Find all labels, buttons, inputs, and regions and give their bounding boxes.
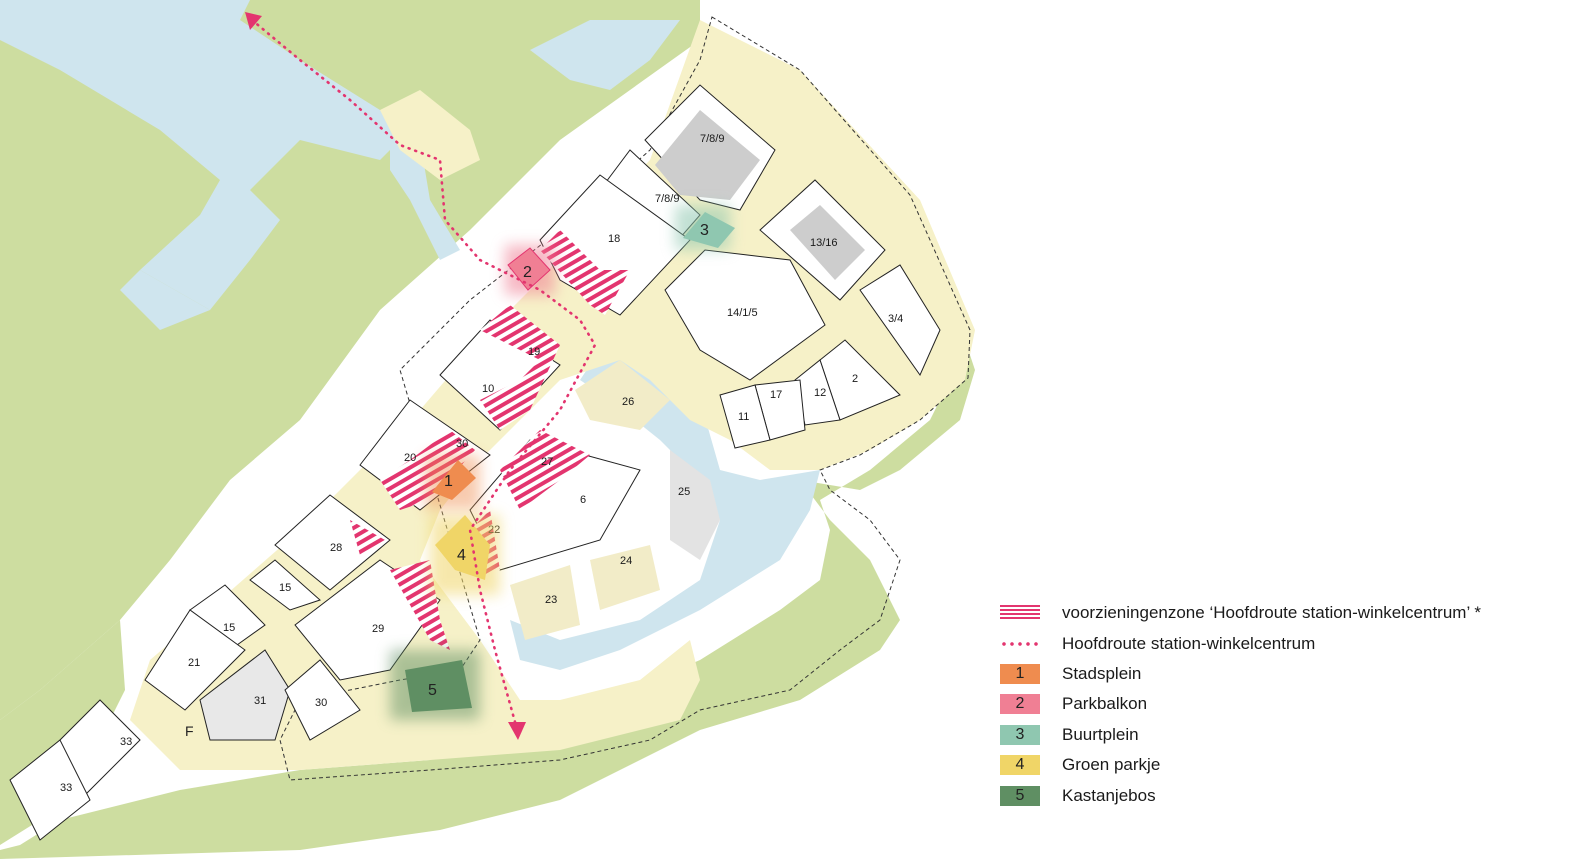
route-arrow-south-icon: [508, 722, 526, 740]
building-label: 14/1/5: [727, 307, 758, 319]
building-label: 30: [315, 697, 327, 709]
building-label: 7/8/9: [700, 133, 724, 145]
zone-4-groen-parkje: [435, 515, 490, 580]
parkbalkon-swatch: 2: [1000, 694, 1040, 715]
building-label: 33: [120, 736, 132, 748]
legend-item-label: Parkbalkon: [1062, 694, 1148, 714]
map-legend: voorzieningenzone ‘Hoofdroute station-wi…: [1000, 598, 1481, 811]
building-label: 12: [814, 387, 826, 399]
legend-item-label: Groen parkje: [1062, 755, 1161, 775]
zone-5-kastanjebos: [405, 660, 472, 712]
building-label: 6: [580, 494, 586, 506]
plan-boundary: [279, 16, 971, 781]
zone-number: 4: [457, 547, 466, 564]
zone-number: 3: [700, 222, 709, 239]
building-label: 29: [372, 623, 384, 635]
legend-item-label: Kastanjebos: [1062, 785, 1156, 805]
legend-row-parkbalkon: 2 Parkbalkon: [1000, 689, 1481, 719]
zone-number: 1: [444, 473, 453, 490]
building-label: 28: [330, 542, 342, 554]
building-label: 21: [188, 657, 200, 669]
route-arrow-north-icon: [245, 12, 262, 30]
building-label: 19: [528, 346, 540, 358]
building-label: 33: [60, 782, 72, 794]
kastanjebos-swatch: 5: [1000, 785, 1040, 806]
zone-number: 2: [523, 264, 532, 281]
map-marker-f: F: [185, 723, 194, 739]
building-label: 15: [279, 582, 291, 594]
building-label: 18: [608, 233, 620, 245]
building-label: 27: [541, 456, 553, 468]
building-label: 17: [770, 389, 782, 401]
building-label: 10: [482, 383, 494, 395]
zone-3-buurtplein: [683, 212, 735, 248]
building-label: 15: [223, 622, 235, 634]
building-label: 2: [852, 373, 858, 385]
groen-parkje-swatch: 4: [1000, 755, 1040, 776]
building-label: 3/4: [888, 313, 903, 325]
legend-hatch-label: voorzieningenzone ‘Hoofdroute station-wi…: [1062, 603, 1481, 623]
legend-row-kastanjebos: 5 Kastanjebos: [1000, 780, 1481, 810]
legend-route-label: Hoofdroute station-winkelcentrum: [1062, 633, 1316, 653]
building-label: 31: [254, 695, 266, 707]
building-label: 26: [622, 396, 634, 408]
buurtplein-swatch: 3: [1000, 724, 1040, 745]
building-label: 13/16: [810, 237, 838, 249]
building-label: 30: [456, 438, 468, 450]
building-labels: 7/8/9 7/8/9 18 13/16 14/1/5 3/4 19 10 2 …: [60, 133, 903, 794]
legend-item-label: Stadsplein: [1062, 663, 1142, 683]
zone-1-stadsplein: [432, 460, 476, 500]
legend-row-stadsplein: 1 Stadsplein: [1000, 659, 1481, 689]
main-route: [245, 12, 597, 740]
zone-2-parkbalkon: [507, 247, 551, 291]
legend-row-buurtplein: 3 Buurtplein: [1000, 720, 1481, 750]
building-label: 20: [404, 452, 416, 464]
building-label: 7/8/9: [655, 193, 679, 205]
building-label: 24: [620, 555, 632, 567]
zone-number: 5: [428, 682, 437, 699]
building-label: 25: [678, 486, 690, 498]
public-space-zones: 1 2 3 4 5: [390, 205, 735, 720]
legend-row-groen-parkje: 4 Groen parkje: [1000, 750, 1481, 780]
legend-item-label: Buurtplein: [1062, 724, 1139, 744]
stadsplein-swatch: 1: [1000, 663, 1040, 684]
legend-row-route: Hoofdroute station-winkelcentrum: [1000, 628, 1481, 658]
building-label: 11: [738, 411, 749, 423]
legend-row-hatch: voorzieningenzone ‘Hoofdroute station-wi…: [1000, 598, 1481, 628]
streets: [130, 20, 975, 770]
hatch-swatch: [1000, 605, 1040, 622]
building-label: 23: [545, 594, 557, 606]
dotted-route-swatch: [1000, 634, 1040, 653]
